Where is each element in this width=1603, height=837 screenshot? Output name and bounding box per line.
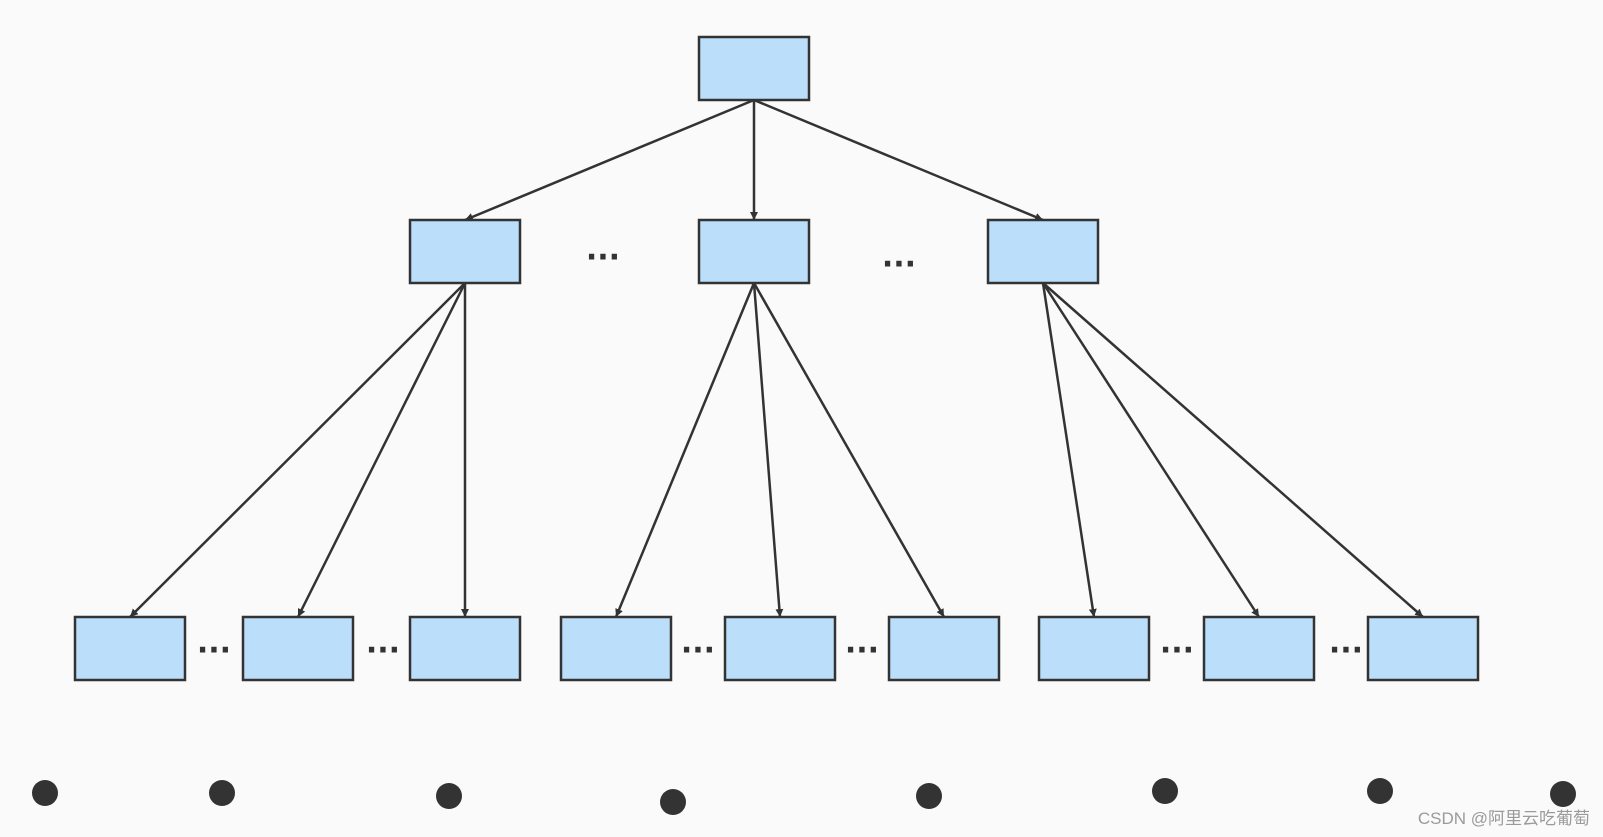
root-node <box>697 35 811 102</box>
edges-layer <box>129 98 1424 618</box>
edge-arrow <box>1041 282 1261 618</box>
edge-arrow <box>296 282 467 618</box>
nodes-layer <box>73 35 1480 682</box>
ellipsis-level2-3: ··· <box>681 633 715 668</box>
root-node-box <box>697 35 811 102</box>
level2-node-box <box>723 615 837 682</box>
level2-node-box <box>1202 615 1316 682</box>
ellipsis-level2-2: ··· <box>366 633 400 668</box>
ellipsis-level1-a: ··· <box>586 240 620 275</box>
level2-node <box>887 615 1001 682</box>
level2-node <box>73 615 187 682</box>
level2-node <box>1202 615 1316 682</box>
bottom-dot <box>660 789 686 815</box>
level1-node <box>986 218 1100 285</box>
level2-node <box>1037 615 1151 682</box>
level2-node-box <box>1037 615 1151 682</box>
bottom-dot <box>1367 778 1393 804</box>
edge-arrow <box>129 282 466 618</box>
edge-arrow <box>753 98 1044 222</box>
level2-node-box <box>408 615 522 682</box>
bottom-dot <box>436 783 462 809</box>
ellipsis-level2-4: ··· <box>845 633 879 668</box>
level2-node-box <box>73 615 187 682</box>
level2-node-box <box>559 615 673 682</box>
bottom-dot <box>32 780 58 806</box>
ellipsis-level1-b: ··· <box>882 247 916 282</box>
level1-node <box>697 218 811 285</box>
edge-arrow <box>1042 282 1424 618</box>
level2-node-box <box>1366 615 1480 682</box>
level2-node-box <box>241 615 355 682</box>
level2-node <box>408 615 522 682</box>
level2-node <box>723 615 837 682</box>
bottom-dot <box>209 780 235 806</box>
edge-arrow <box>614 282 756 618</box>
watermark-text: CSDN @阿里云吃葡萄 <box>1418 809 1590 828</box>
level1-node-box <box>697 218 811 285</box>
bottom-dot <box>1550 781 1576 807</box>
level1-node-box <box>408 218 522 285</box>
edge-arrow <box>1041 282 1097 618</box>
bottom-dot <box>916 783 942 809</box>
ellipsis-level2-6: ··· <box>1329 633 1363 668</box>
ellipsis-level2-1: ··· <box>197 633 231 668</box>
level1-node-box <box>986 218 1100 285</box>
level2-node <box>559 615 673 682</box>
level2-node <box>1366 615 1480 682</box>
ellipsis-level2-5: ··· <box>1160 633 1194 668</box>
edge-arrow <box>464 98 755 222</box>
bottom-dot <box>1152 778 1178 804</box>
level2-node <box>241 615 355 682</box>
edge-arrow <box>752 282 784 618</box>
edge-arrow <box>752 282 946 618</box>
level2-node-box <box>887 615 1001 682</box>
level1-node <box>408 218 522 285</box>
